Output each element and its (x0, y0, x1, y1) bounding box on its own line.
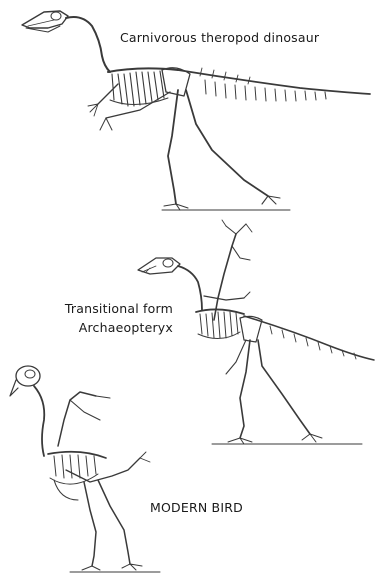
modern-bird-left-leg (82, 482, 100, 570)
modern-bird-right-leg (98, 480, 142, 570)
modern-bird-ribcage (48, 452, 106, 484)
modern-bird-label: MODERN BIRD (150, 500, 243, 516)
modern-bird-wing (58, 392, 150, 482)
modern-bird-neck (34, 386, 44, 456)
modern-bird-sternum (54, 480, 78, 500)
modern-bird-skull (10, 366, 40, 396)
